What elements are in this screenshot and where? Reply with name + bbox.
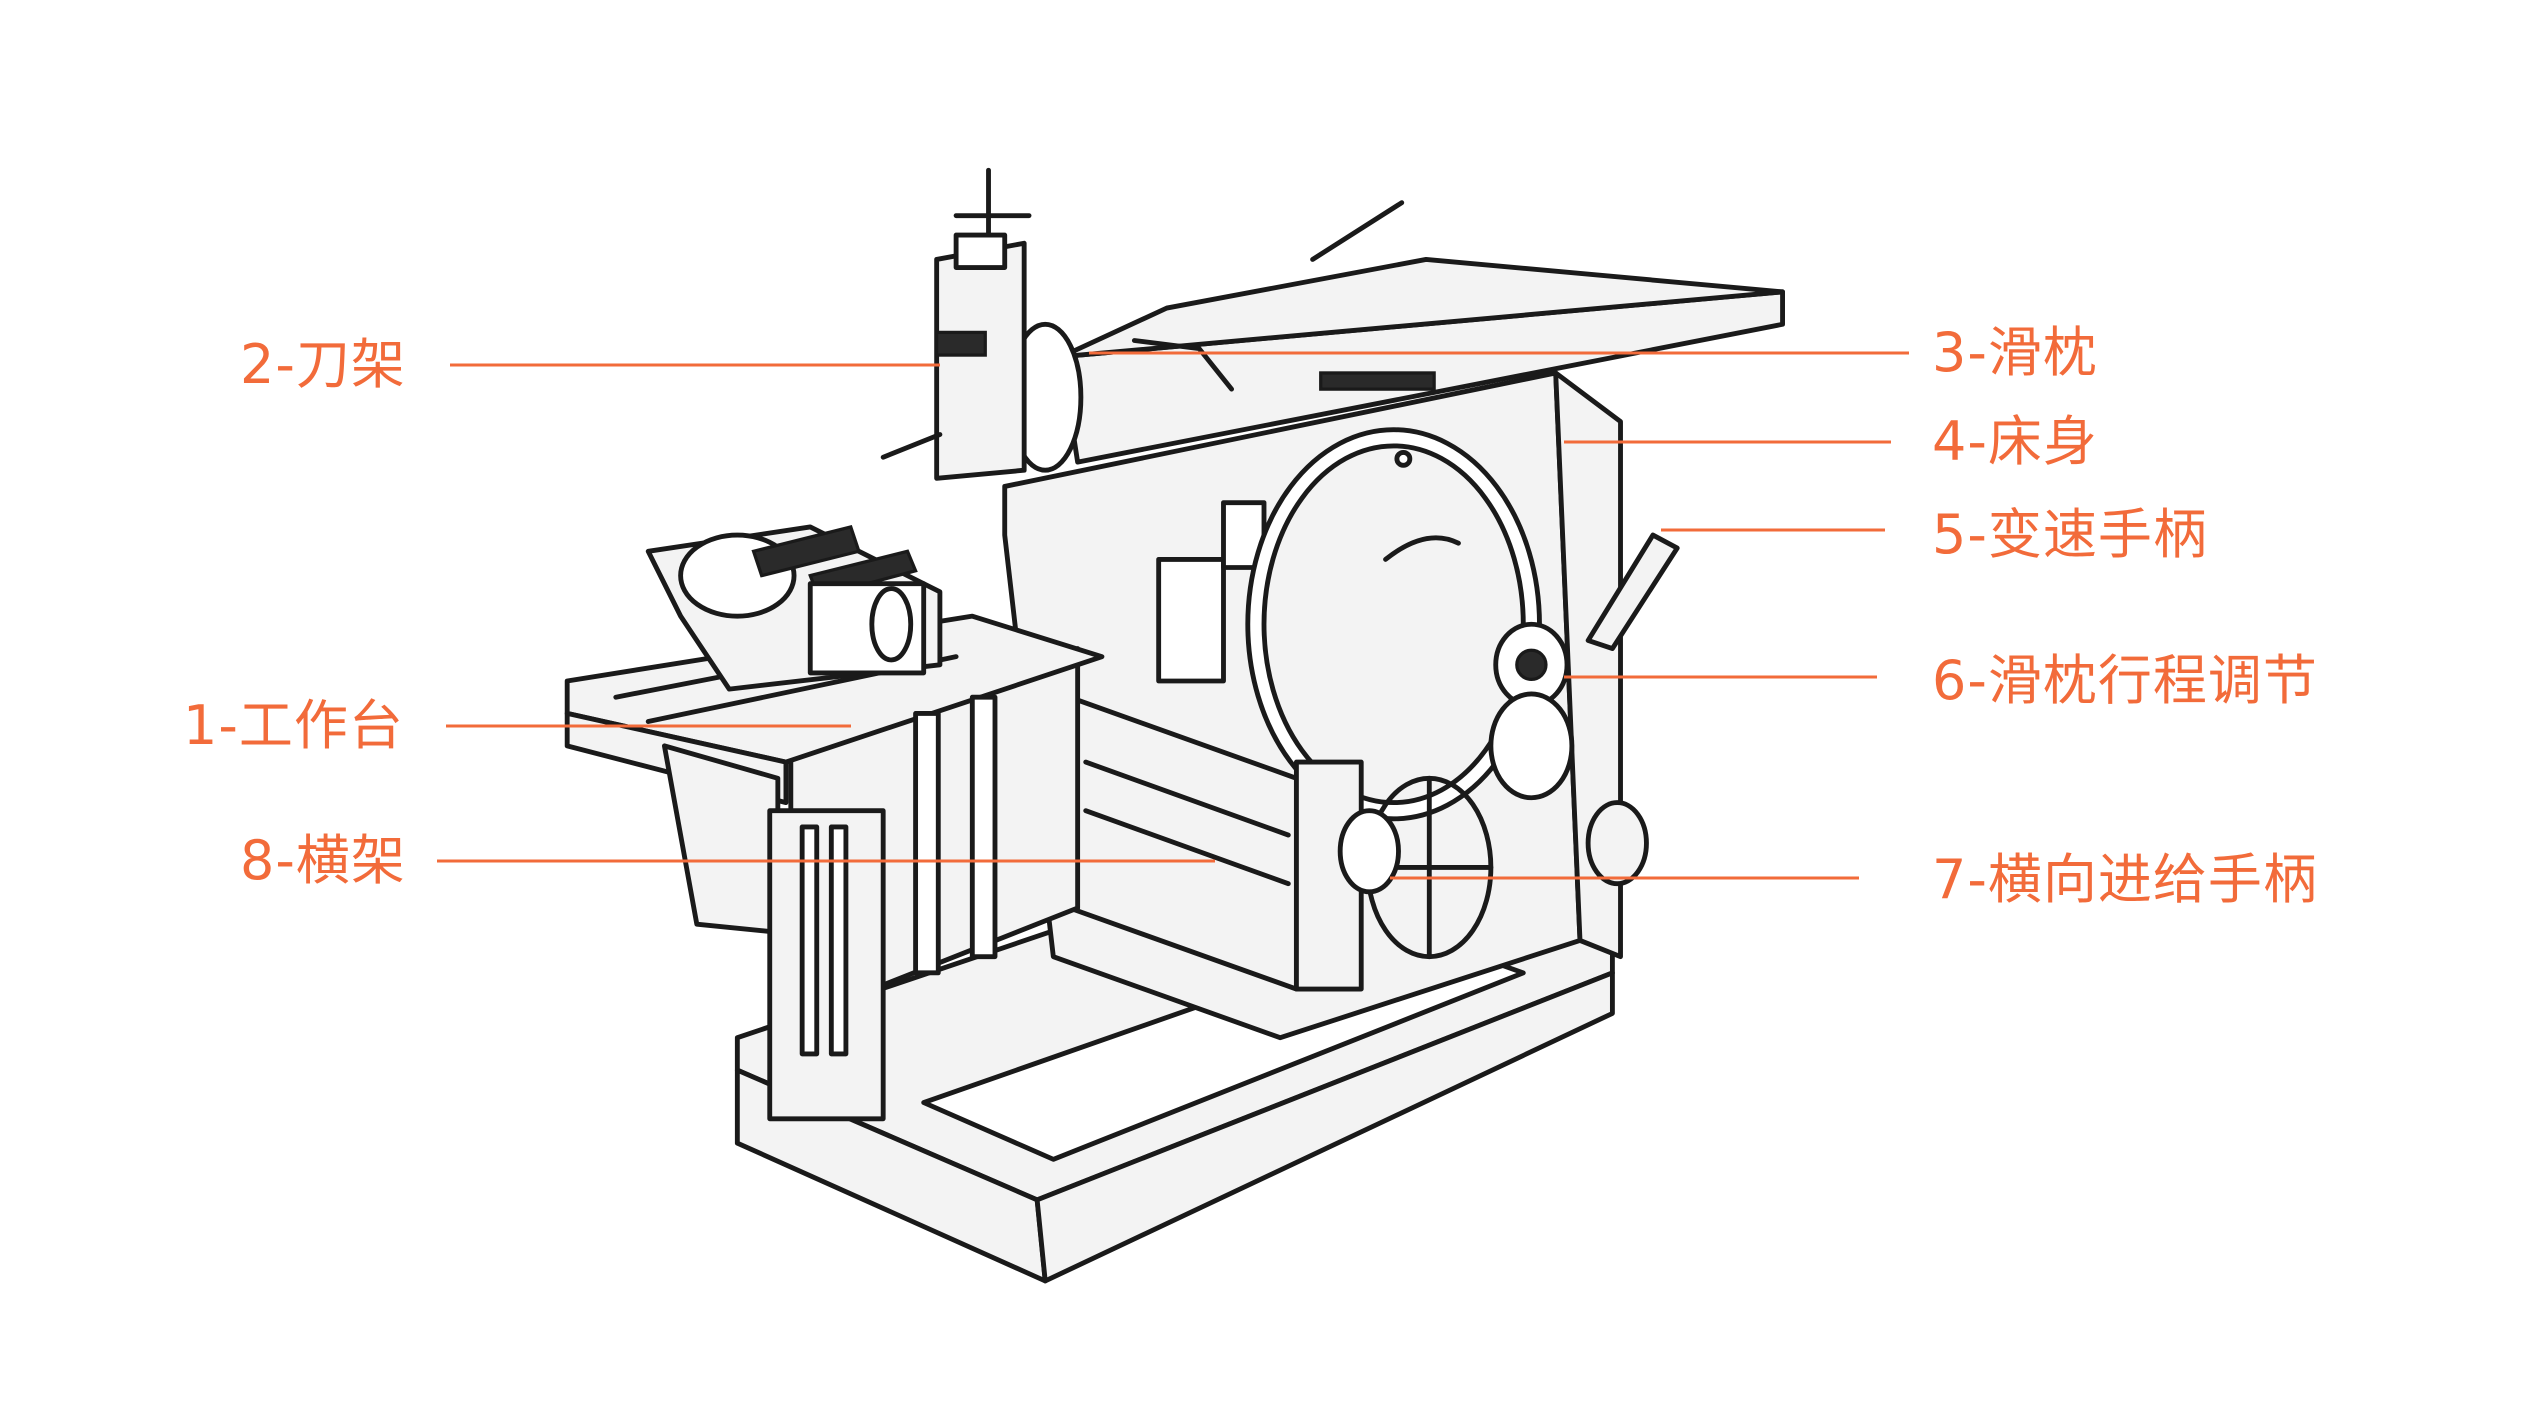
leader-line-cross-feed-handle — [1390, 876, 1859, 880]
bull-gear-cover — [1245, 427, 1542, 822]
leader-line-tool-holder — [450, 363, 940, 367]
label-worktable: 1-工作台 — [183, 694, 404, 757]
cross-feed-handwheel — [1337, 775, 1494, 960]
label-tool-holder: 2-刀架 — [240, 333, 406, 396]
leader-line-ram-stroke-adjust — [1564, 675, 1877, 679]
crossrail — [1067, 694, 1364, 992]
label-ram: 3-滑枕 — [1932, 321, 2098, 384]
label-bed: 4-床身 — [1932, 410, 2098, 473]
vise — [645, 524, 943, 692]
label-speed-lever: 5-变速手柄 — [1932, 503, 2208, 566]
label-ram-stroke-adjust: 6-滑枕行程调节 — [1932, 649, 2318, 712]
leader-line-bed — [1564, 440, 1891, 444]
leader-line-speed-lever — [1661, 528, 1885, 532]
label-crossrail: 8-横架 — [240, 829, 406, 892]
tool-head — [880, 167, 1084, 481]
label-cross-feed-handle: 7-横向进给手柄 — [1932, 848, 2318, 911]
leader-line-crossrail — [437, 859, 1215, 863]
leader-line-worktable — [446, 724, 851, 728]
speed-lever — [1488, 532, 1680, 887]
leader-line-ram — [1089, 351, 1909, 355]
